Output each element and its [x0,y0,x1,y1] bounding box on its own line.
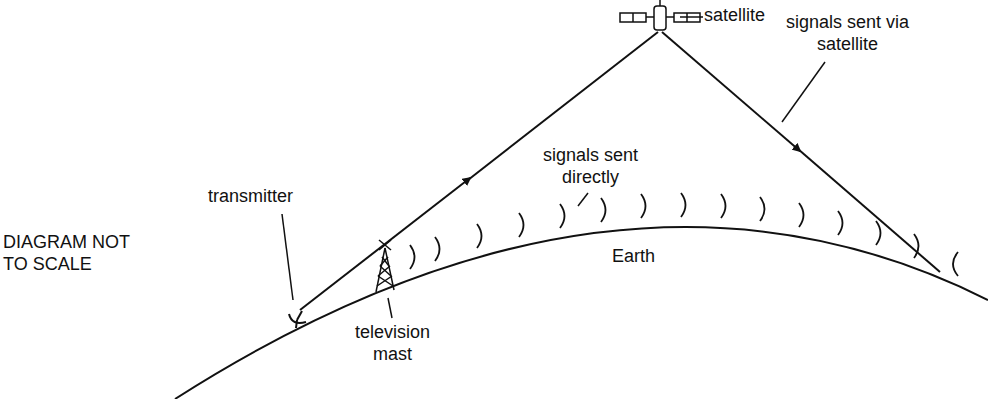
callout-label: signals sent via satellite [780,12,915,55]
note-label: DIAGRAM NOT TO SCALE [3,232,143,275]
part-label: satellite [704,5,765,27]
callout-label: signals sent directly [533,145,648,188]
region-label: Earth [612,246,655,268]
part-label: transmitter [208,186,293,208]
leader-line [282,62,825,318]
part-label: television mast [345,322,440,365]
earth-surface [175,227,988,399]
signal-waves [410,193,958,276]
transmitter-dish [289,311,306,328]
leader-line [697,16,703,18]
television-mast [376,240,394,292]
leader-line [680,16,697,18]
satellite-signal-path [300,32,940,310]
satellite-symbol [620,0,700,30]
